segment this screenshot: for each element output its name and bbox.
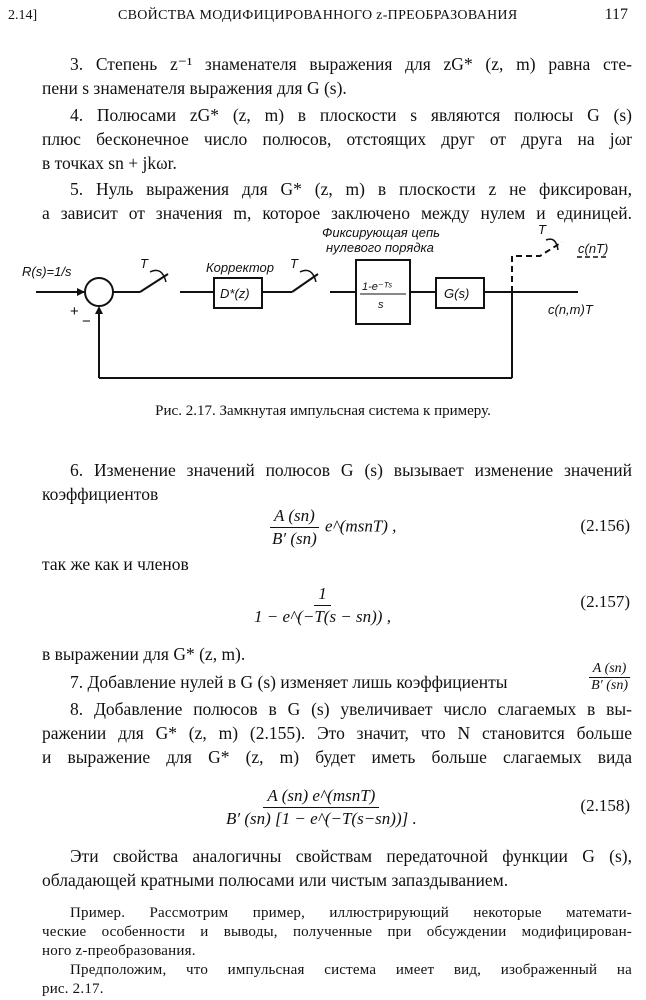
text-line: так же как и членов [42, 554, 189, 574]
hold-denominator: s [378, 299, 384, 311]
text-line: и выражение для G* (z, m) будет иметь бо… [42, 747, 632, 767]
section-number: 2.14] [8, 8, 38, 23]
figure-caption: Рис. 2.17. Замкнутая импульсная система … [155, 403, 491, 419]
eq-denominator: B′ (sn) [272, 529, 317, 548]
input-label: R(s)=1/s [22, 264, 72, 279]
text-line: а зависит от значения m, которое заключе… [42, 203, 632, 223]
text-line: пени s знаменателя выражения для G (s). [42, 78, 347, 98]
running-title: СВОЙСТВА МОДИФИЦИРОВАННОГО z-ПРЕОБРАЗОВА… [118, 8, 518, 23]
eq-denominator: B′ (sn) [1 − e^(−T(s−sn))] . [226, 809, 417, 828]
hold-numerator: 1-e⁻ᵀˢ [362, 281, 392, 293]
text-line: плюс бесконечное число полюсов, отстоящи… [42, 129, 632, 149]
text-line: обладающей кратными полюсами или чистым … [42, 870, 509, 890]
text-line: 6. Изменение значений полюсов G (s) вызы… [70, 460, 632, 480]
equation-number: (2.156) [580, 516, 630, 535]
sampler-label: T [538, 222, 547, 237]
equation-number: (2.158) [580, 796, 630, 815]
text-line: 5. Нуль выражения для G* (z, m) в плоско… [70, 179, 632, 199]
eq-numerator: 1 [314, 584, 331, 606]
eq-numerator: A (sn) e^(msnT) [263, 786, 380, 808]
hold-label: Фиксирующая цепь [322, 225, 440, 240]
eq-exponent-term: e^(msnT) , [325, 516, 397, 536]
plus-sign: + [70, 303, 79, 320]
equation-2-158: A (sn) e^(msnT)B′ (sn) [1 − e^(−T(s−sn))… [222, 786, 421, 829]
eq-denominator: 1 − e^(−T(s − sn)) , [254, 607, 391, 626]
sampled-output-label: c(nT) [578, 241, 608, 256]
text-line: в выражении для G* (z, m). [42, 644, 246, 664]
eq-numerator: A (sn) [270, 506, 319, 528]
page-number: 117 [604, 6, 628, 23]
corrector-block: D*(z) [220, 286, 250, 301]
text-line: 8. Добавление полюсов в G (s) увеличивае… [70, 699, 632, 719]
inline-fraction: A (sn)B′ (sn) [587, 662, 632, 693]
block-diagram: R(s)=1/s + − T T T Корректор D*(z) Фикси… [22, 222, 608, 379]
output-label: c(n,m)T [548, 302, 594, 317]
minus-sign: − [82, 313, 91, 330]
sampler-label: T [290, 256, 299, 271]
corrector-label: Корректор [206, 260, 274, 275]
example-line: ного z-преобразования. [42, 943, 196, 959]
text-line: 4. Полюсами zG* (z, m) в плоскости s явл… [70, 105, 632, 125]
equation-number: (2.157) [580, 592, 630, 611]
example-line: Предположим, что импульсная система имее… [70, 962, 632, 978]
eq-denominator: B′ (sn) [591, 678, 628, 693]
text-line: 3. Степень z⁻¹ знаменателя выражения для… [70, 54, 632, 74]
text-line: коэффициентов [42, 484, 159, 504]
text-line: Эти свойства аналогичны свойствам переда… [70, 846, 632, 866]
text-line: 7. Добавление нулей в G (s) изменяет лиш… [42, 662, 632, 694]
example-line: ческие особенности и выводы, полученные … [42, 924, 632, 940]
example-line: Пример. Рассмотрим пример, иллюстрирующи… [70, 905, 632, 921]
plant-block: G(s) [444, 286, 469, 301]
sampler-label: T [140, 256, 149, 271]
text-line: ражении для G* (z, m) (2.155). Это значи… [42, 723, 632, 743]
hold-label: нулевого порядка [326, 240, 434, 255]
eq-numerator: A (sn) [588, 662, 631, 678]
equation-2-156: A (sn)B′ (sn) e^(msnT) , [268, 506, 396, 549]
line-text: 7. Добавление нулей в G (s) изменяет лиш… [70, 672, 508, 692]
example-line: рис. 2.17. [42, 981, 104, 997]
text-line: в точках sn + jkωr. [42, 153, 177, 173]
